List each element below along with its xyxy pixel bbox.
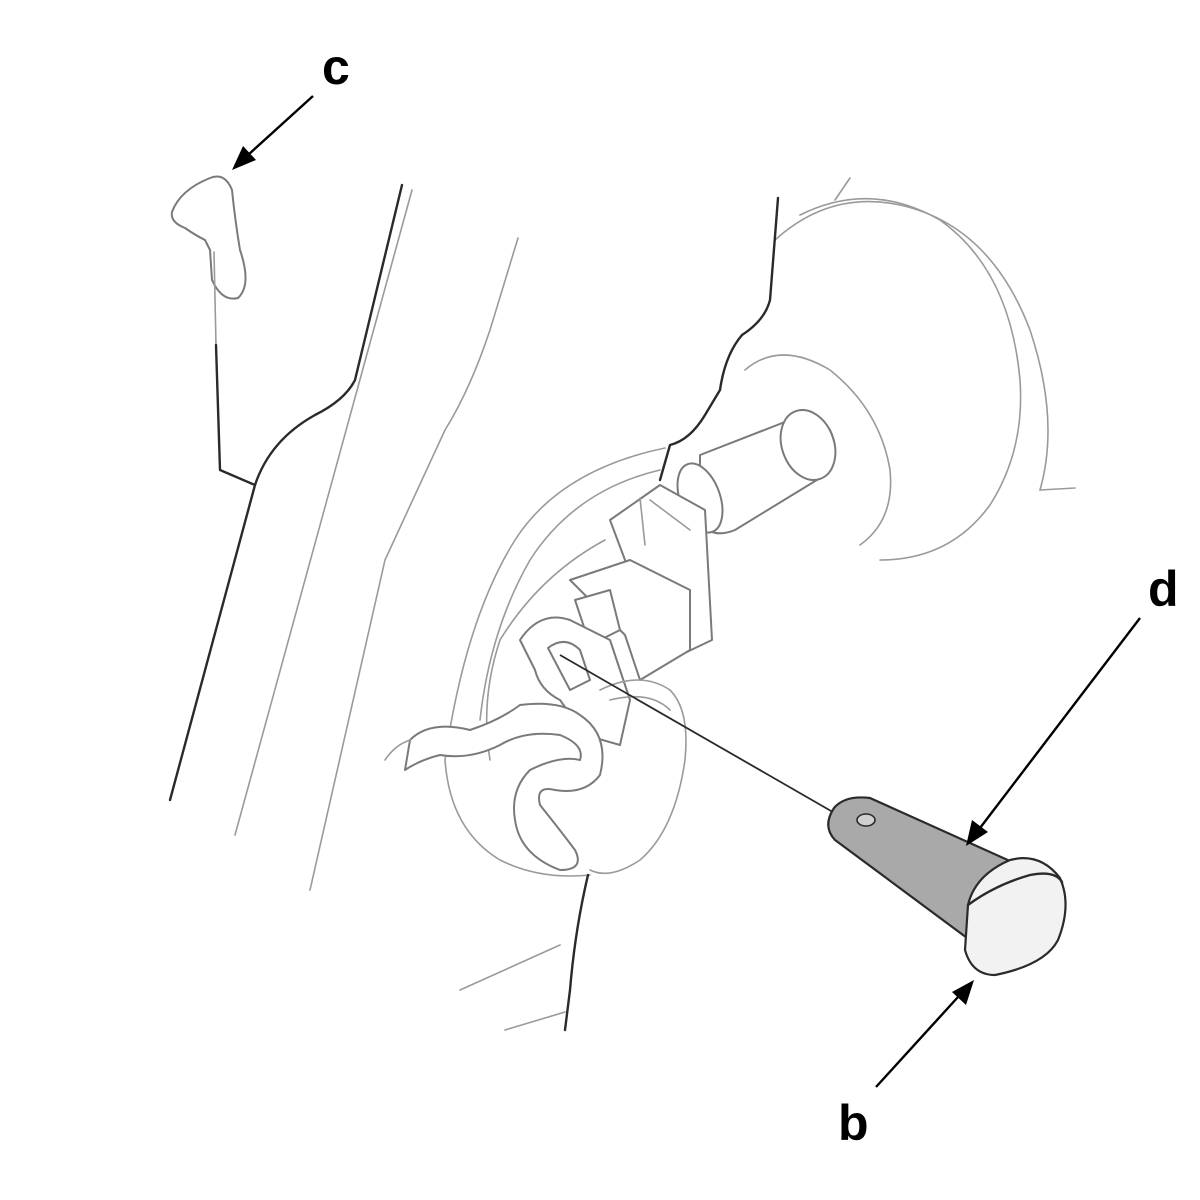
body-panel xyxy=(168,183,519,891)
axle-shaft xyxy=(676,409,837,535)
clevis-pin xyxy=(827,796,1067,977)
wheel-drum xyxy=(658,177,1076,561)
callout-leader-c xyxy=(232,95,314,170)
wire-hook xyxy=(384,679,687,875)
callout-leader-b xyxy=(875,980,974,1088)
callout-label-d: d xyxy=(1148,561,1179,617)
callout-leader-d xyxy=(966,617,1141,846)
bracket-assembly xyxy=(444,447,713,877)
callout-label-b: b xyxy=(838,1095,869,1151)
pin-hole xyxy=(856,813,876,827)
pin-head xyxy=(963,857,1067,977)
lower-edges xyxy=(459,873,590,1032)
callout-label-c: c xyxy=(322,39,350,95)
pin-alignment-line xyxy=(559,654,839,816)
hairpin-clip xyxy=(170,175,257,487)
